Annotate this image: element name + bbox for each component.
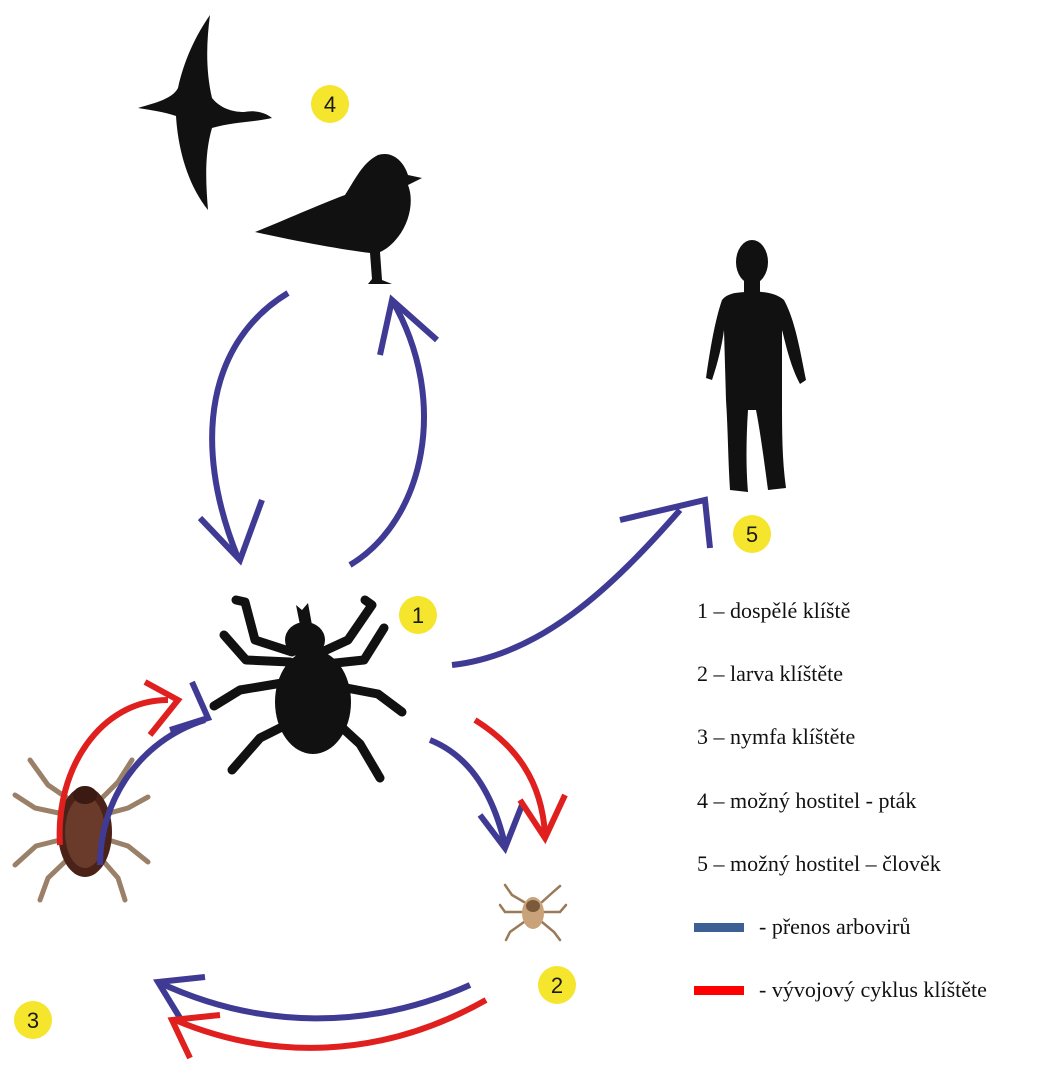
badge-adult: 1	[399, 596, 437, 634]
arrow-bird-to-adult	[212, 293, 288, 558]
legend-item-3: 3 – nymfa klíštěte	[697, 724, 855, 749]
badge-larva: 2	[538, 966, 576, 1004]
standing-gull-icon	[255, 154, 422, 284]
transmission-arrows	[100, 293, 710, 1018]
flying-bird-icon	[138, 15, 272, 210]
human-silhouette-icon	[706, 240, 806, 492]
badge-human: 5	[733, 515, 771, 553]
badge-human-label: 5	[746, 522, 758, 547]
badge-bird-label: 4	[324, 92, 336, 117]
legend-item-5: 5 – možný hostitel – člověk	[697, 851, 941, 876]
legend-item-1: 1 – dospělé klíště	[697, 598, 850, 623]
badge-larva-label: 2	[551, 973, 563, 998]
legend-item-4: 4 – možný hostitel - pták	[697, 788, 916, 813]
legend-item-2: 2 – larva klíštěte	[697, 661, 843, 686]
arrow-adult-to-human	[452, 510, 680, 665]
arrow-larva-to-nymph	[158, 982, 470, 1018]
badge-nymph: 3	[14, 1001, 52, 1039]
badge-bird: 4	[311, 85, 349, 123]
legend-cycle-label: - vývojový cyklus klíštěte	[759, 977, 987, 1002]
legend: 1 – dospělé klíště 2 – larva klíštěte 3 …	[694, 598, 987, 1002]
legend-transmission-label: - přenos arbovirů	[759, 914, 911, 939]
larva-tick-icon	[500, 885, 566, 940]
badge-nymph-label: 3	[27, 1008, 39, 1033]
legend-cycle-swatch	[694, 986, 744, 995]
badge-adult-label: 1	[412, 603, 424, 628]
arrowhead-bird-to-adult	[200, 500, 262, 560]
adult-tick-icon	[214, 600, 402, 778]
arrow-adult-to-bird	[350, 300, 424, 565]
legend-transmission-swatch	[694, 923, 744, 932]
